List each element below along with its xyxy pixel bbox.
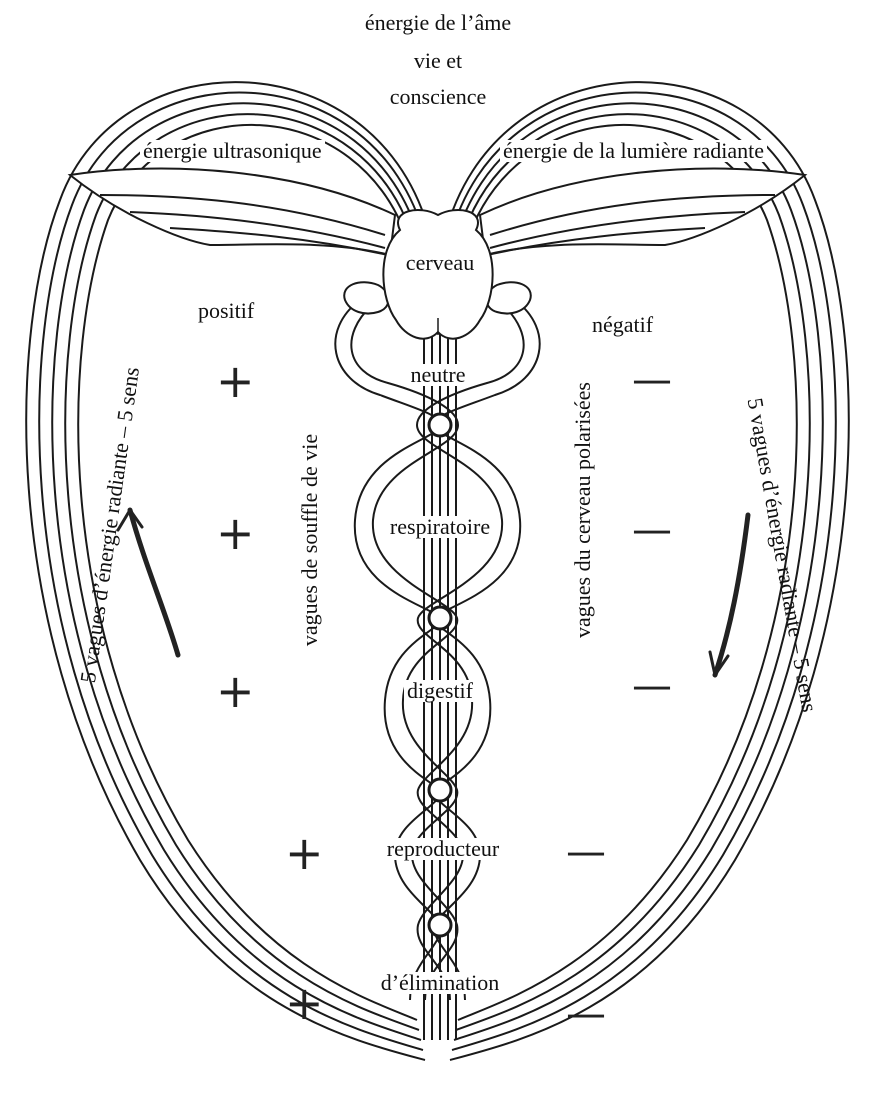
minus-sign-5: — <box>566 994 606 1034</box>
circle-reproducteur <box>429 914 451 936</box>
pole-negative-label: négatif <box>592 314 653 336</box>
title-line-2: vie et <box>414 50 462 72</box>
circle-digestif <box>429 779 451 801</box>
arrow-down-icon <box>715 515 748 675</box>
title-line-3: conscience <box>390 86 487 108</box>
level-neutre: neutre <box>408 364 469 386</box>
minus-sign-4: — <box>566 832 606 872</box>
level-digestif: digestif <box>404 680 476 702</box>
circle-neutre <box>429 414 451 436</box>
plus-sign-3: + <box>216 668 255 714</box>
plus-sign-1: + <box>216 358 255 404</box>
left-wing <box>70 168 395 255</box>
title-line-1: énergie de l’âme <box>365 12 511 34</box>
plus-sign-2: + <box>216 510 255 556</box>
wing-label-right: énergie de la lumière radiante <box>500 140 767 162</box>
level-respiratoire: respiratoire <box>387 516 493 538</box>
circle-respiratoire <box>429 607 451 629</box>
plus-sign-4: + <box>285 830 324 876</box>
level-reproducteur: reproducteur <box>384 838 502 860</box>
minus-sign-2: — <box>632 510 672 550</box>
arrow-up-icon <box>130 510 178 655</box>
level-elimination: d’élimination <box>378 972 503 994</box>
brain-label: cerveau <box>406 252 474 274</box>
wing-label-left: énergie ultrasonique <box>140 140 325 162</box>
column-label-right: vagues du cerveau polarisées <box>570 382 596 638</box>
right-wing <box>480 168 805 255</box>
pole-positive-label: positif <box>198 300 254 322</box>
minus-sign-3: — <box>632 666 672 706</box>
plus-sign-5: + <box>285 980 324 1026</box>
column-label-left: vagues de souffle de vie <box>297 434 323 646</box>
minus-sign-1: — <box>632 360 672 400</box>
